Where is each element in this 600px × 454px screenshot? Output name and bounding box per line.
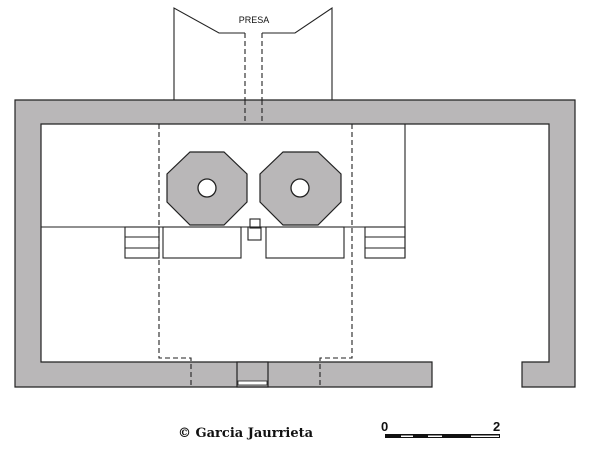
hopper [249, 218, 261, 229]
millstone-left [166, 151, 248, 226]
scale-label-end: 2 [493, 419, 500, 434]
flour-trough-left [162, 226, 242, 259]
scale-label-start: 0 [381, 419, 388, 434]
building-walls [14, 99, 576, 388]
hidden-channel-right [319, 124, 353, 387]
credit-caption: © Garcia Jaurrieta [178, 426, 314, 441]
stairs-right [364, 226, 406, 259]
stairs-left [124, 226, 160, 259]
door-threshold [237, 380, 268, 386]
scale-bar: 0 2 [381, 419, 500, 438]
flour-trough-right [265, 226, 345, 259]
dam-label: PRESA [239, 15, 270, 25]
millstone-right [259, 151, 342, 226]
